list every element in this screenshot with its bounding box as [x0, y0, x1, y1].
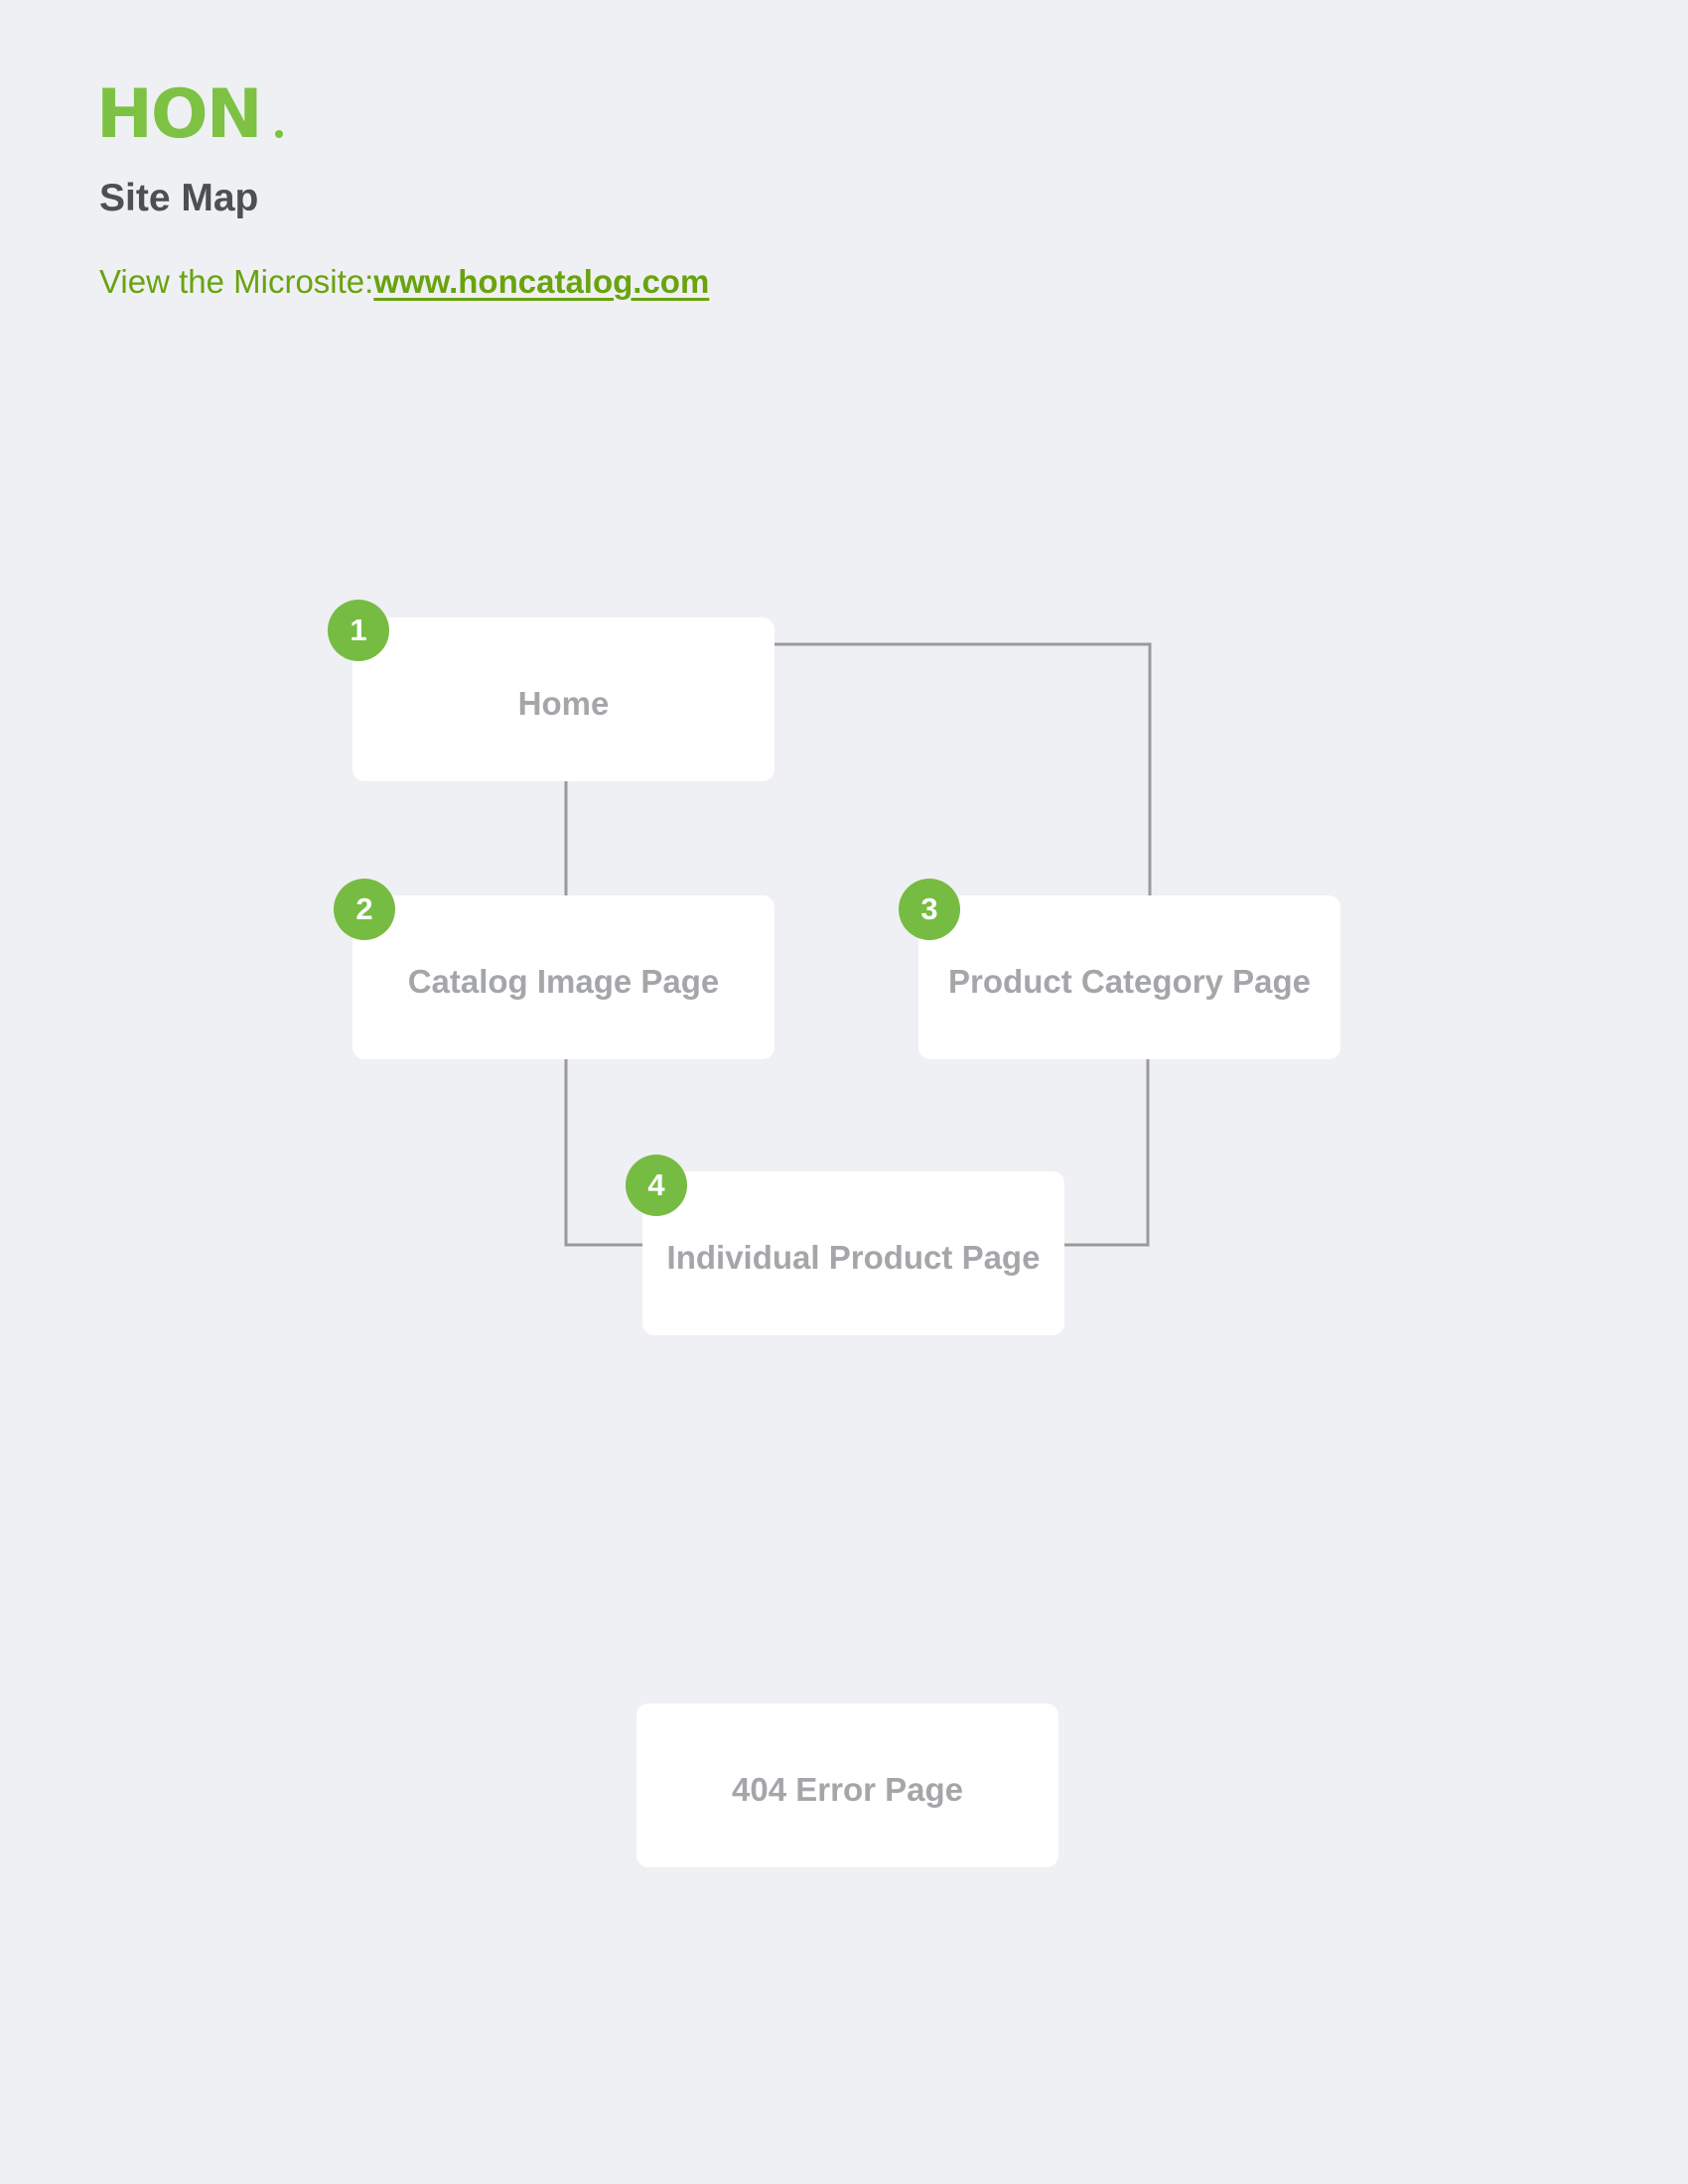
hon-logo-text: HON — [96, 79, 261, 141]
number-badge-3: 3 — [899, 879, 960, 940]
page-title: Site Map — [99, 177, 259, 219]
node-catalog-image-page-label: Catalog Image Page — [407, 962, 720, 1000]
node-product-category-page[interactable]: Product Category Page — [918, 895, 1340, 1059]
connector-catalog-product — [564, 1059, 642, 1247]
node-404-error-page-label: 404 Error Page — [732, 1770, 963, 1808]
node-individual-product-page[interactable]: Individual Product Page — [642, 1171, 1064, 1335]
logo-dot — [275, 130, 283, 138]
node-product-category-page-label: Product Category Page — [948, 962, 1311, 1000]
node-individual-product-page-label: Individual Product Page — [666, 1238, 1041, 1276]
node-404-error-page[interactable]: 404 Error Page — [636, 1704, 1058, 1867]
hon-logo: HON — [96, 79, 283, 141]
microsite-prefix: View the Microsite: — [99, 263, 374, 300]
number-badge-2: 2 — [334, 879, 395, 940]
connector-home-category — [774, 642, 1152, 895]
microsite-line: View the Microsite:www.honcatalog.com — [99, 260, 709, 304]
microsite-link[interactable]: www.honcatalog.com — [373, 263, 710, 300]
number-badge-4: 4 — [626, 1155, 687, 1216]
connector-category-product — [1064, 1059, 1150, 1247]
node-home[interactable]: Home — [352, 617, 774, 781]
node-catalog-image-page[interactable]: Catalog Image Page — [352, 895, 774, 1059]
node-home-label: Home — [517, 684, 610, 722]
number-badge-1: 1 — [328, 600, 389, 661]
